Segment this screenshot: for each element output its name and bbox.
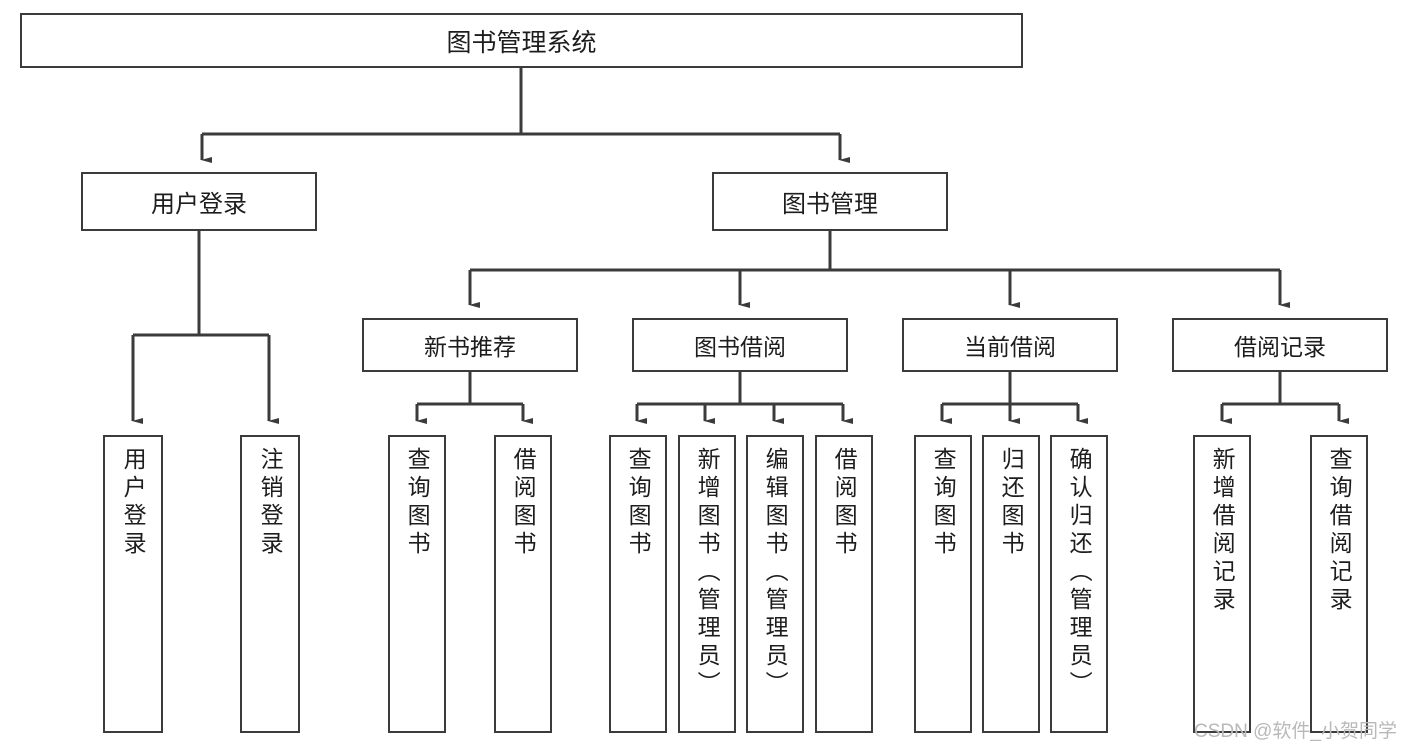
node-label: 用户登录 [120, 447, 147, 559]
node-label: 新增图书（管理员） [694, 447, 721, 699]
leaf-logout[interactable]: 注销登录 [240, 435, 300, 733]
leaf-add-book-admin[interactable]: 新增图书（管理员） [678, 435, 736, 733]
node-label: 查询图书 [930, 447, 957, 559]
leaf-add-borrow-record[interactable]: 新增借阅记录 [1193, 435, 1251, 733]
node-label: 图书管理系统 [446, 28, 597, 57]
node-book-borrow[interactable]: 图书借阅 [632, 318, 848, 372]
leaf-query-book-borrow[interactable]: 查询图书 [609, 435, 667, 733]
leaf-confirm-return-admin[interactable]: 确认归还（管理员） [1050, 435, 1108, 733]
node-label: 借阅图书 [510, 447, 537, 559]
node-user-login[interactable]: 用户登录 [81, 172, 317, 231]
node-label: 归还图书 [998, 447, 1025, 559]
leaf-query-borrow-record[interactable]: 查询借阅记录 [1310, 435, 1368, 733]
node-label: 图书管理 [782, 191, 878, 218]
node-label: 注销登录 [257, 447, 284, 559]
node-root-library-system[interactable]: 图书管理系统 [20, 13, 1023, 68]
node-label: 确认归还（管理员） [1066, 447, 1093, 699]
node-borrow-record[interactable]: 借阅记录 [1172, 318, 1388, 372]
leaf-return-book[interactable]: 归还图书 [982, 435, 1040, 733]
node-label: 新增借阅记录 [1209, 447, 1236, 615]
leaf-query-book-current[interactable]: 查询图书 [914, 435, 972, 733]
node-label: 借阅记录 [1234, 334, 1326, 360]
node-label: 编辑图书（管理员） [762, 447, 789, 699]
node-label: 查询图书 [404, 447, 431, 559]
node-label: 查询借阅记录 [1326, 447, 1353, 615]
node-label: 用户登录 [151, 191, 247, 218]
node-label: 图书借阅 [694, 334, 786, 360]
leaf-user-login[interactable]: 用户登录 [103, 435, 163, 733]
leaf-query-book-recommend[interactable]: 查询图书 [388, 435, 446, 733]
node-label: 新书推荐 [424, 334, 516, 360]
node-new-book-recommend[interactable]: 新书推荐 [362, 318, 578, 372]
node-label: 当前借阅 [964, 334, 1056, 360]
leaf-edit-book-admin[interactable]: 编辑图书（管理员） [746, 435, 804, 733]
node-book-management[interactable]: 图书管理 [712, 172, 948, 231]
node-current-borrow[interactable]: 当前借阅 [902, 318, 1118, 372]
leaf-borrow-book[interactable]: 借阅图书 [815, 435, 873, 733]
node-label: 借阅图书 [831, 447, 858, 559]
node-label: 查询图书 [625, 447, 652, 559]
watermark: CSDN @软件_小贺同学 [1194, 721, 1397, 742]
leaf-borrow-book-recommend[interactable]: 借阅图书 [494, 435, 552, 733]
